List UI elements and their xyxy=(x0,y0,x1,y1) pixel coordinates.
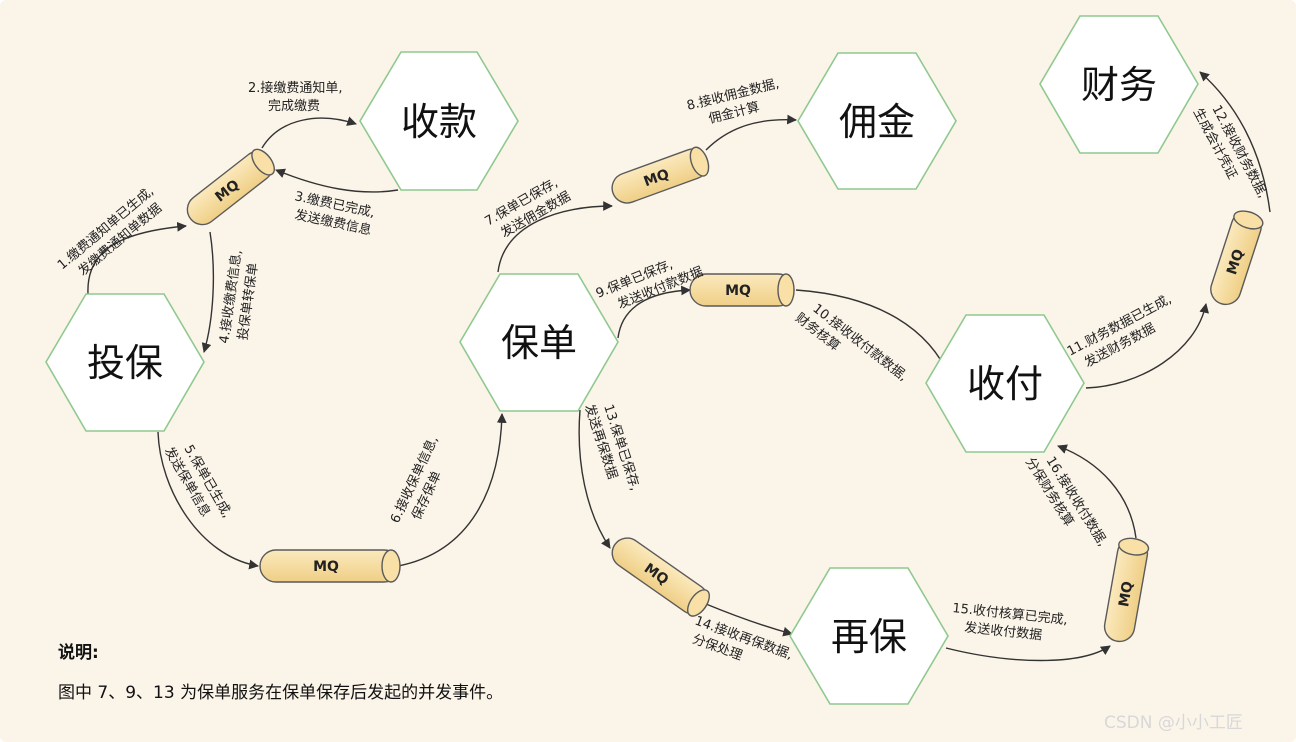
edge-5-arrow xyxy=(157,431,259,570)
hex-yongjin xyxy=(797,52,957,190)
hex-caiwu xyxy=(1039,15,1199,154)
edge-9-arrow xyxy=(617,285,691,339)
hex-shoukuan xyxy=(359,51,519,191)
mq-queue-4: MQ xyxy=(689,273,795,307)
node-label-toubao: 投保 xyxy=(87,341,163,385)
mq-queue-7: MQ xyxy=(1103,537,1150,643)
edge-4-arrow xyxy=(201,231,215,353)
edge-label-6: 6.接收保单信息, 保存保单 xyxy=(387,433,445,525)
edge-2-arrow xyxy=(261,116,357,149)
edge-label-11: 11.财务数据已生成, 发送财务数据 xyxy=(1064,291,1174,371)
mq-label: MQ xyxy=(725,283,751,299)
mq-queue-6: MQ xyxy=(611,537,711,617)
mq-queue-5: MQ xyxy=(1210,210,1264,306)
edge-label-8: 8.接收佣金数据, 佣金计算 xyxy=(685,75,781,127)
note-title: 说明: xyxy=(58,643,99,663)
mq-queue-3: MQ xyxy=(611,146,710,204)
edge-3-arrow xyxy=(275,168,399,193)
mq-label: MQ xyxy=(1224,247,1247,277)
hex-zaibao xyxy=(789,567,949,705)
edge-7-arrow xyxy=(497,201,613,273)
note-text: 图中 7、9、13 为保单服务在保单保存后发起的并发事件。 xyxy=(58,683,504,703)
edge-label-10: 10.接收收付款数据, 财务核算 xyxy=(792,301,910,385)
edge-13-arrow xyxy=(578,409,611,549)
edge-label-1: 1.缴费通知单已生成, 发缴费通知单数据 xyxy=(54,183,165,279)
edge-15-arrow xyxy=(945,645,1111,662)
node-label-baodan: 保单 xyxy=(501,321,577,365)
mq-queue-2: MQ xyxy=(259,549,401,583)
hex-baodan xyxy=(459,273,619,412)
node-label-shoufu: 收付 xyxy=(967,362,1043,406)
hex-toubao xyxy=(45,293,205,432)
edge-label-7: 7.保单已保存, 发送佣金数据 xyxy=(483,176,574,241)
edge-label-2-line1: 2.接缴费通知单, xyxy=(248,80,343,96)
mq-label: MQ xyxy=(1116,580,1136,608)
edge-label-4: 4.接收缴费信息, 投保单转保单 xyxy=(216,249,261,345)
edge-1-arrow xyxy=(87,221,187,295)
edge-label-2: 2.接缴费通知单, 完成缴费 xyxy=(248,80,343,114)
edge-label-15: 15.收付核算已完成, 发送收付数据 xyxy=(952,601,1069,643)
node-label-caiwu: 财务 xyxy=(1081,63,1157,107)
edge-label-3: 3.缴费已完成, 发送缴费信息 xyxy=(293,189,376,238)
edge-label-12: 12.接收财务数据, 生成会计凭证 xyxy=(1190,102,1271,200)
mq-label: MQ xyxy=(313,559,339,575)
edge-label-5: 5.保单已生成, 发送保单信息 xyxy=(161,443,234,521)
edge-8-arrow xyxy=(705,114,797,151)
edge-11-arrow xyxy=(1085,303,1209,389)
edge-6-arrow xyxy=(397,413,507,567)
edge-16-arrow xyxy=(1057,444,1137,539)
edge-label-2-line2: 完成缴费 xyxy=(268,99,320,114)
node-label-zaibao: 再保 xyxy=(831,615,907,659)
edge-label-16: 16.接收收付数据, 分保财务核算 xyxy=(1022,454,1111,550)
mq-queue-1: MQ xyxy=(186,148,275,226)
node-label-yongjin: 佣金 xyxy=(839,100,915,144)
edge-label-14: 14.接收再保数据, 分保处理 xyxy=(690,613,794,664)
edge-12-arrow xyxy=(1199,71,1271,213)
node-label-shoukuan: 收款 xyxy=(401,100,477,144)
edge-14-arrow xyxy=(705,603,793,637)
edge-label-13: 13.保单已保存, 发送再保数据 xyxy=(581,402,642,493)
hex-shoufu xyxy=(925,314,1085,453)
watermark: CSDN @小小工匠 xyxy=(1104,713,1243,733)
edge-label-9: 9.保单已保存, 发送收付款数据 xyxy=(594,257,706,312)
